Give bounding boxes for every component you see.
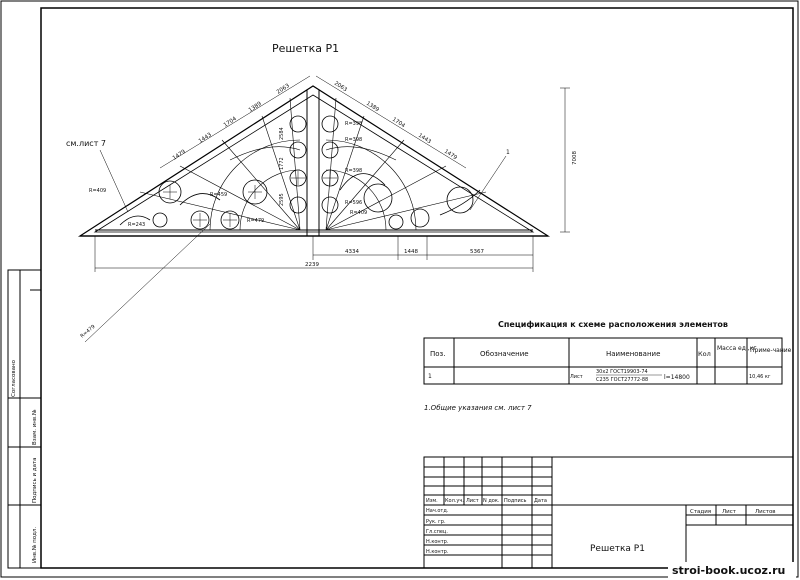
stamp-original-inv: Инв.№ подл.	[32, 527, 38, 563]
spec-header-name: Наименование	[606, 350, 660, 358]
stamp-agreed: Согласовано	[11, 359, 17, 397]
tb-header-doc: N док.	[483, 498, 500, 504]
radius-label-10: R=479	[79, 324, 96, 340]
radius-label-5: R=398	[345, 137, 362, 143]
radius-label-3: R=479	[247, 218, 264, 224]
tb-header-sign: Подпись	[504, 498, 527, 504]
tb-role-2: Рук. гр.	[426, 519, 446, 525]
spec-header-pos: Поз.	[430, 350, 446, 358]
spec-header-designation: Обозначение	[480, 350, 529, 358]
watermark-backdrop	[668, 562, 796, 578]
dim-top-left-1: 1479	[172, 149, 187, 162]
radius-label-2: R=459	[210, 192, 227, 198]
arc-bands	[209, 139, 417, 231]
radius-label-4: R=398	[345, 121, 362, 127]
dim-total-width: 2239	[305, 262, 319, 268]
spec-header-qty: Кол	[698, 350, 711, 358]
radius-label-1: R=409	[89, 188, 106, 194]
dim-bottom-3: 5367	[470, 249, 484, 255]
radius-label-7: R=596	[345, 200, 362, 206]
dim-vertical-1: 2584	[279, 127, 285, 140]
dim-top-right-4: 1443	[417, 133, 432, 146]
drawing-title: Решетка Р1	[272, 42, 339, 55]
tb-drawing-name: Решетка Р1	[590, 544, 645, 554]
tb-header-change: Изм.	[426, 498, 438, 504]
leader-lines	[84, 149, 507, 343]
spec-header-note: Приме-чание	[750, 347, 792, 354]
dim-bottom-2: 1448	[404, 249, 418, 255]
tb-header-sheet: Лист	[466, 498, 479, 504]
spec-row-mass: 10,46 кг	[749, 374, 771, 380]
radius-label-9: R=243	[128, 222, 145, 228]
dim-top-right-5: 1479	[443, 149, 458, 162]
radius-label-6: R=398	[345, 168, 362, 174]
dim-top-left-3: 1704	[223, 116, 238, 129]
dim-bottom-1: 4334	[345, 249, 359, 255]
tb-header-date: Дата	[534, 498, 547, 504]
inner-frame	[40, 7, 794, 569]
tb-role-1: Нач.отд.	[426, 508, 449, 514]
spec-row-pos: 1	[428, 373, 432, 380]
tb-role-4: Н.контр.	[426, 539, 449, 545]
stamp-replace-inv: Взам. инв.№	[32, 409, 38, 445]
spec-row-type: Лист	[570, 374, 583, 380]
spec-title: Спецификация к схеме расположения элемен…	[498, 320, 728, 329]
spec-row-steel: С235 ГОСТ27772-88	[596, 377, 648, 383]
dim-top-right-2: 1389	[365, 101, 380, 114]
stamp-signature-date: Подпись и дата	[32, 457, 38, 503]
spec-row-length: l=14800	[664, 374, 690, 381]
tb-sheet: Лист	[722, 509, 737, 515]
watermark: stroi-book.ucoz.ru	[672, 564, 785, 577]
scroll-centres	[163, 171, 337, 227]
tb-header-qty: Кол.уч.	[445, 498, 464, 504]
scroll-elements	[119, 115, 481, 230]
spec-row-size: 30х2 ГОСТ19903-74	[596, 369, 648, 375]
radius-label-8: R=409	[350, 210, 367, 216]
truss-frame	[77, 85, 551, 237]
bottom-dimension-lines	[94, 236, 534, 272]
left-stamp-block	[7, 269, 42, 569]
tb-sheets: Листов	[755, 509, 776, 515]
dim-top-left-5: 2063	[276, 83, 291, 96]
general-note: 1.Общие указания см. лист 7	[424, 404, 532, 412]
dim-top-left-4: 1389	[248, 101, 263, 114]
dim-total-height: 7008	[572, 151, 578, 165]
dim-top-right-1: 2063	[333, 81, 348, 94]
spec-table-grid	[423, 337, 783, 385]
dim-top-left-2: 1443	[198, 132, 213, 145]
tb-role-5: Н.контр.	[426, 549, 449, 555]
tb-stage: Стадия	[690, 509, 711, 515]
callout-mark: 1	[506, 149, 510, 156]
tb-role-3: Гл.спец.	[426, 529, 448, 535]
callout-sheet-ref: см.лист 7	[66, 139, 106, 148]
slope-dimension-lines	[159, 75, 570, 233]
dim-vertical-2: 1772	[279, 157, 285, 170]
spec-header-mass: Масса ед.,кг	[717, 345, 756, 352]
dim-top-right-3: 1704	[391, 117, 406, 130]
title-block-grid	[423, 456, 794, 569]
dim-vertical-3: 2595	[279, 193, 285, 206]
